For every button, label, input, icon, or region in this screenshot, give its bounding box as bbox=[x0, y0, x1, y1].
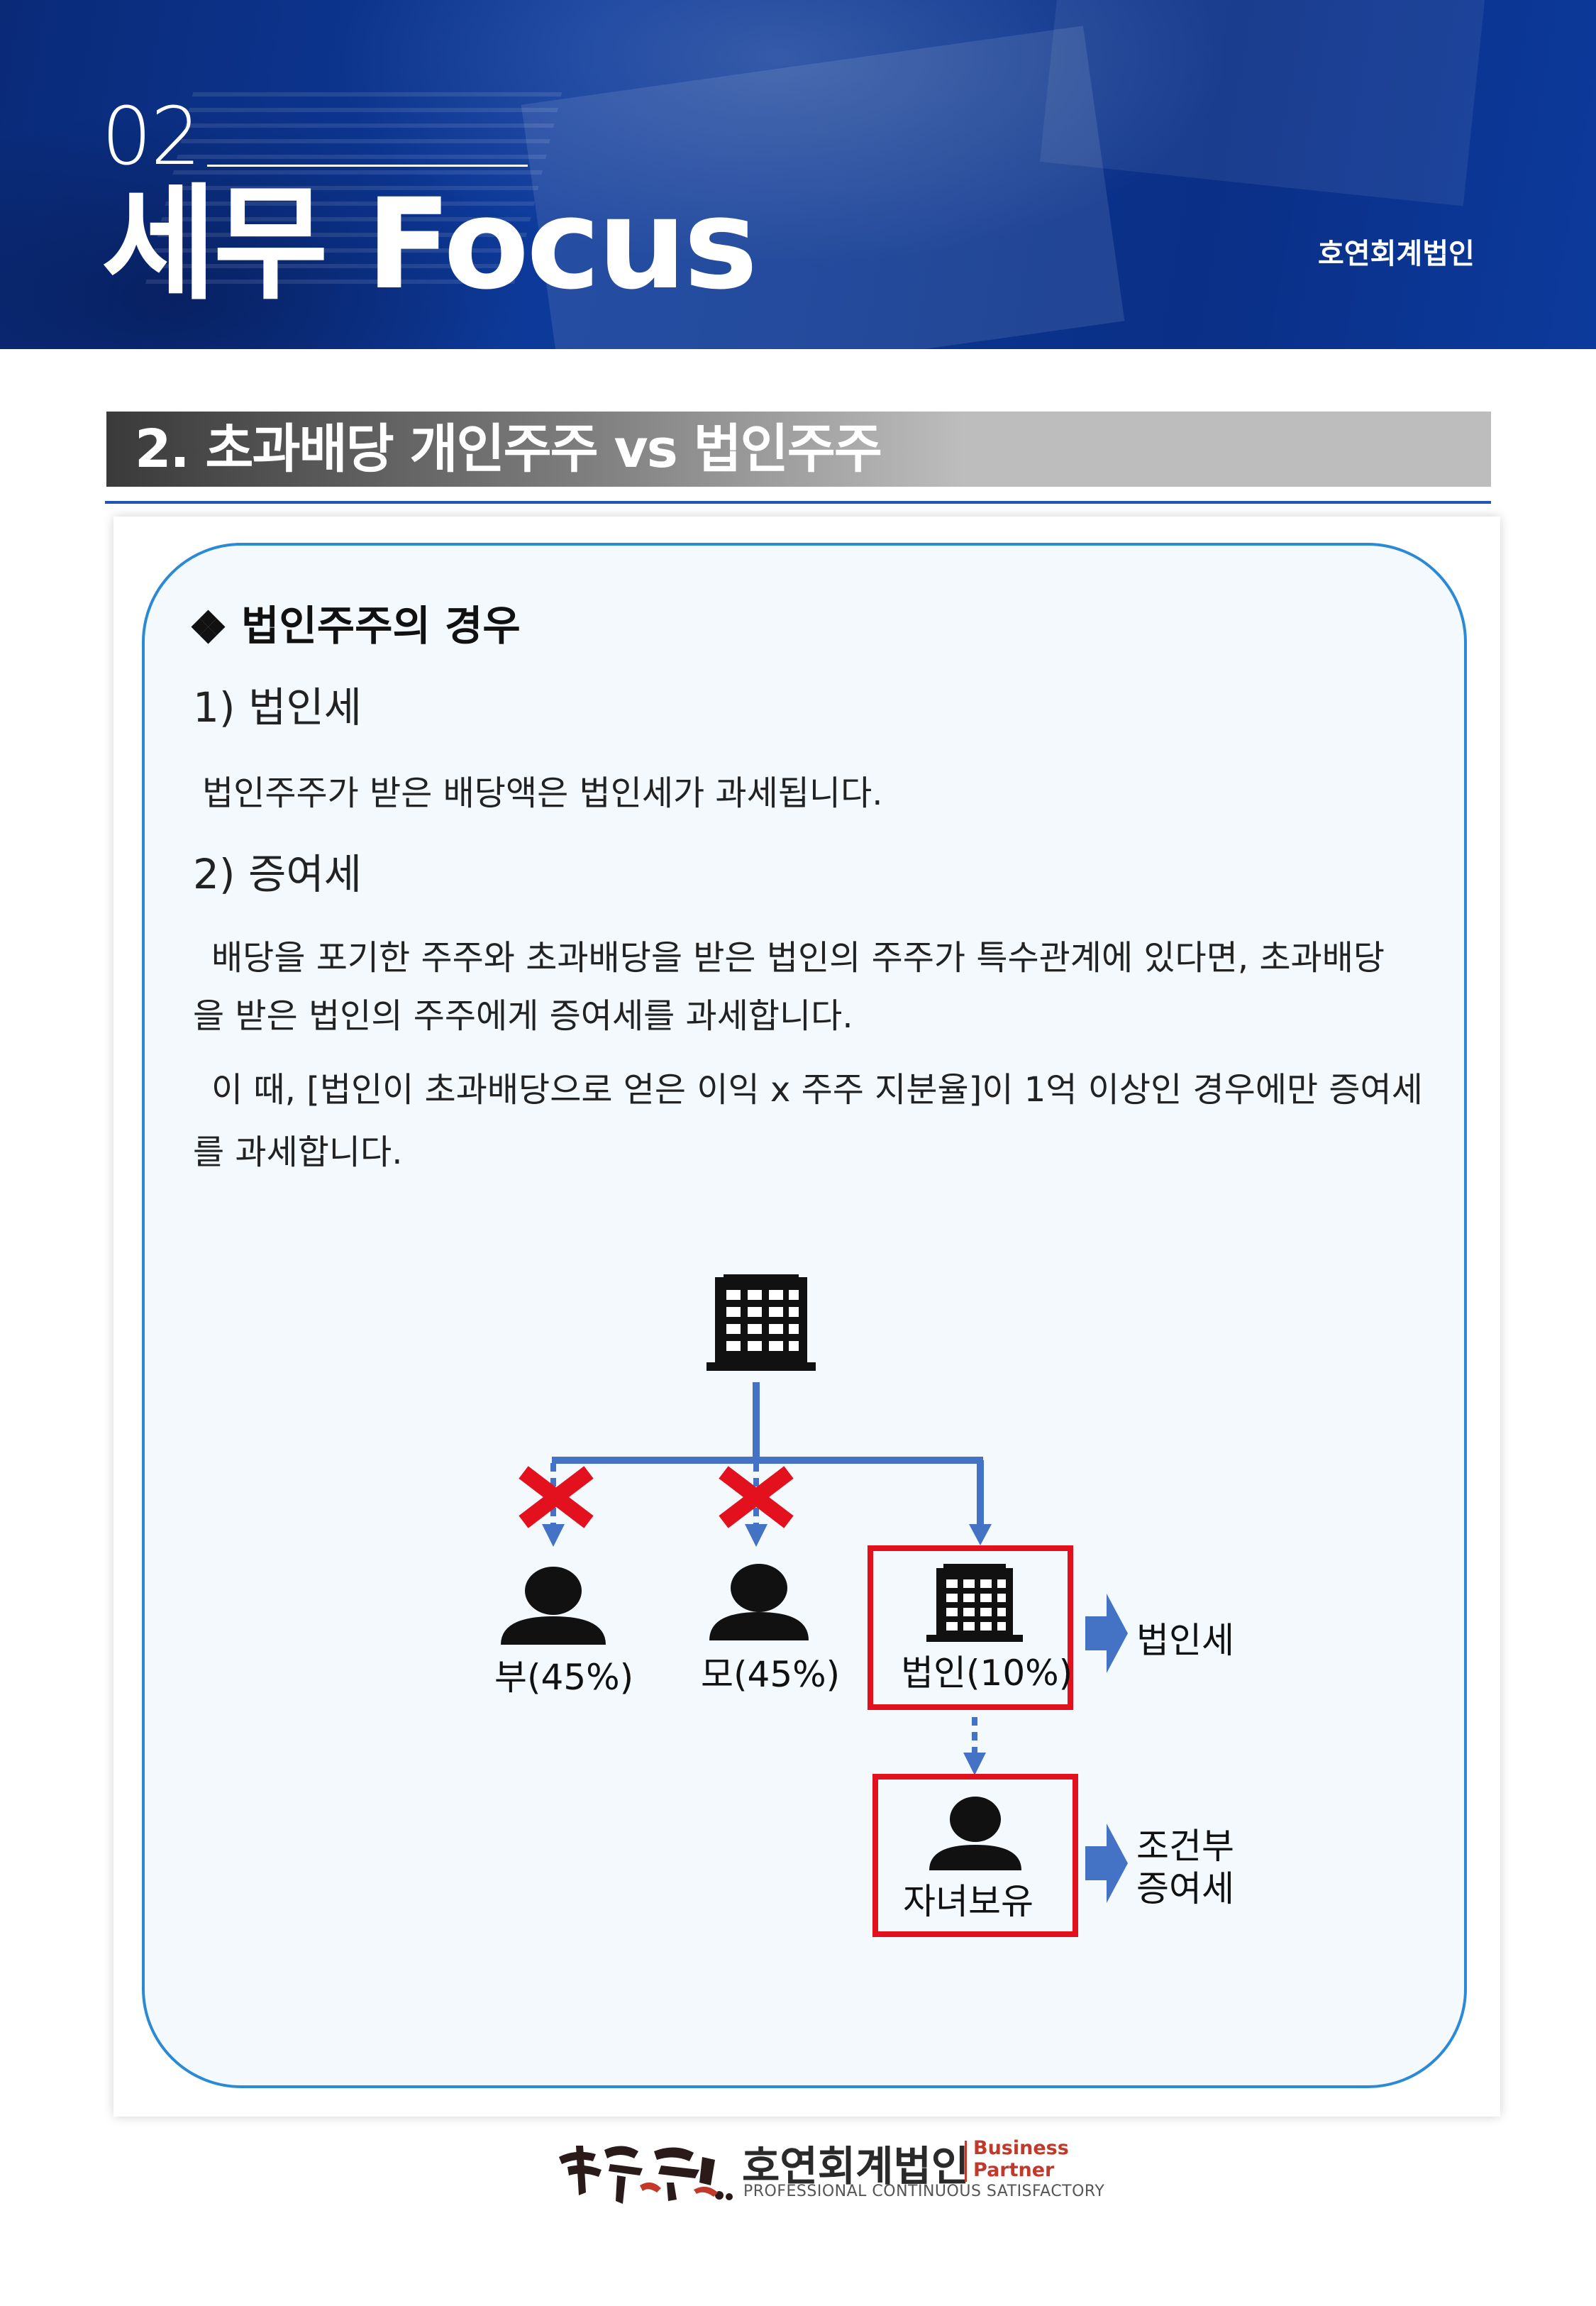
section-divider bbox=[105, 501, 1491, 504]
para1-line1: 배당을 포기한 주주와 초과배당을 받은 법인의 주주가 특수관계에 있다면, … bbox=[211, 938, 1385, 978]
item1-text: 법인주주가 받은 배당액은 법인세가 과세됩니다. bbox=[202, 773, 883, 813]
item1-title: 1) 법인세 bbox=[193, 683, 362, 732]
para2-line1: 이 때, [법인이 초과배당으로 얻은 이익 x 주주 지분율]이 1억 이상인… bbox=[211, 1070, 1423, 1110]
footer-firm-name: 호연회계법인 bbox=[742, 2142, 970, 2190]
subsection-heading-text: 법인주주의 경우 bbox=[241, 602, 521, 650]
item2-title: 2) 증여세 bbox=[193, 850, 362, 898]
section-number: 02 bbox=[101, 91, 201, 183]
child-label: 자녀보유 bbox=[903, 1881, 1033, 1922]
conditional-label: 조건부 bbox=[1136, 1826, 1234, 1867]
corporate-tax-label: 법인세 bbox=[1136, 1620, 1234, 1661]
banner-document-graphic bbox=[1039, 0, 1486, 206]
header-firm-name: 호연회계법인 bbox=[1318, 238, 1475, 270]
content-panel bbox=[142, 543, 1467, 2088]
para1-line2: 을 받은 법인의 주주에게 증여세를 과세합니다. bbox=[193, 996, 853, 1036]
calligraphy-logo-icon bbox=[559, 2146, 733, 2204]
number-underline bbox=[207, 165, 528, 167]
subsection-heading: 법인주주의 경우 bbox=[191, 592, 521, 652]
section-title: 2. 초과배당 개인주주 vs 법인주주 bbox=[135, 419, 882, 480]
para2-line2: 를 과세합니다. bbox=[193, 1132, 403, 1172]
father-label: 부(45%) bbox=[494, 1657, 634, 1698]
footer-separator bbox=[965, 2141, 967, 2182]
section-title-bar bbox=[106, 412, 1491, 487]
gift-tax-label: 증여세 bbox=[1136, 1868, 1234, 1909]
footer-tagline: PROFESSIONAL CONTINUOUS SATISFACTORY bbox=[743, 2183, 1105, 2200]
corporation-highlight-box bbox=[868, 1545, 1073, 1710]
child-highlight-box bbox=[872, 1774, 1078, 1937]
diamond-bullet-icon bbox=[191, 609, 226, 644]
corporation-label: 법인(10%) bbox=[901, 1653, 1073, 1694]
footer-partner-label: Partner bbox=[973, 2159, 1055, 2181]
mother-label: 모(45%) bbox=[701, 1654, 841, 1695]
header-banner bbox=[0, 0, 1596, 349]
footer-business-label: Business bbox=[973, 2137, 1069, 2159]
page-title: 세무 Focus bbox=[101, 172, 758, 317]
